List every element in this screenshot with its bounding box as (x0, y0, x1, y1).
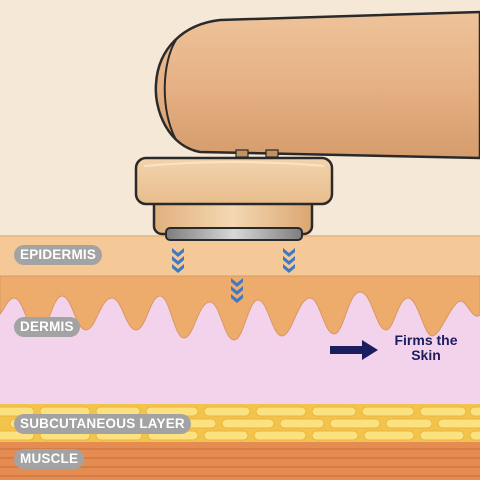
arrow-right-icon (330, 340, 378, 360)
label-muscle: MUSCLE (14, 449, 85, 469)
device-body (154, 10, 480, 160)
pulse-arrows-center (231, 278, 243, 303)
pulse-arrows-right (283, 248, 295, 273)
label-subcutaneous-layer: SUBCUTANEOUS LAYER (14, 414, 191, 434)
pulse-arrows-left (172, 248, 184, 273)
dermal-papillae (0, 275, 480, 341)
annotation-line-1: Firms the (394, 332, 458, 348)
device-head (134, 156, 334, 241)
label-dermis: DERMIS (14, 317, 80, 337)
annotation-line-2: Skin (411, 347, 441, 363)
firms-skin-annotation: Firms the Skin (385, 333, 467, 363)
label-epidermis: EPIDERMIS (14, 245, 103, 265)
